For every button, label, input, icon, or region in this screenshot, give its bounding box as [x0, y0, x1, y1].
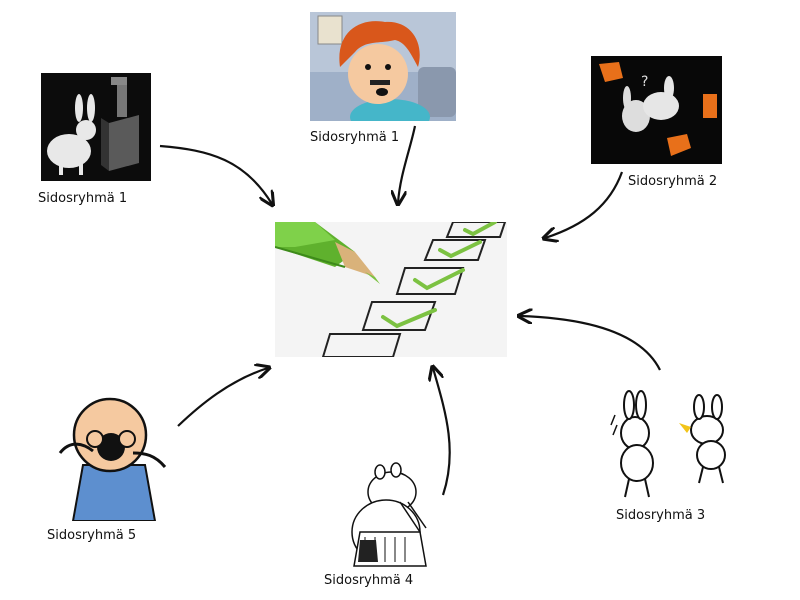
stakeholder-image-bottom-left	[55, 395, 177, 521]
stakeholder-label-top-left: Sidosryhmä 1	[38, 191, 128, 206]
arrow-bottom-left	[177, 368, 268, 427]
stakeholder-label-top-center: Sidosryhmä 1	[310, 130, 400, 145]
svg-text:?: ?	[641, 74, 648, 90]
stakeholder-image-bottom-center	[330, 462, 440, 570]
stakeholder-image-mid-right	[607, 375, 742, 500]
stakeholder-label-bottom-left: Sidosryhmä 5	[47, 528, 137, 543]
stakeholder-label-top-right: Sidosryhmä 2	[628, 174, 718, 189]
checklist-pencil-image	[275, 222, 507, 357]
arrow-mid-right	[520, 316, 661, 371]
stakeholder-image-top-left	[41, 73, 151, 181]
arrow-bottom-center	[433, 368, 451, 496]
arrow-top-left	[159, 144, 272, 204]
stakeholder-image-top-center	[310, 12, 456, 121]
stakeholder-image-top-right: ?	[591, 56, 722, 164]
stakeholder-label-mid-right: Sidosryhmä 3	[616, 508, 706, 523]
arrow-top-right	[545, 171, 624, 238]
arrow-top-center	[398, 125, 417, 203]
stakeholder-label-bottom-center: Sidosryhmä 4	[324, 573, 414, 588]
